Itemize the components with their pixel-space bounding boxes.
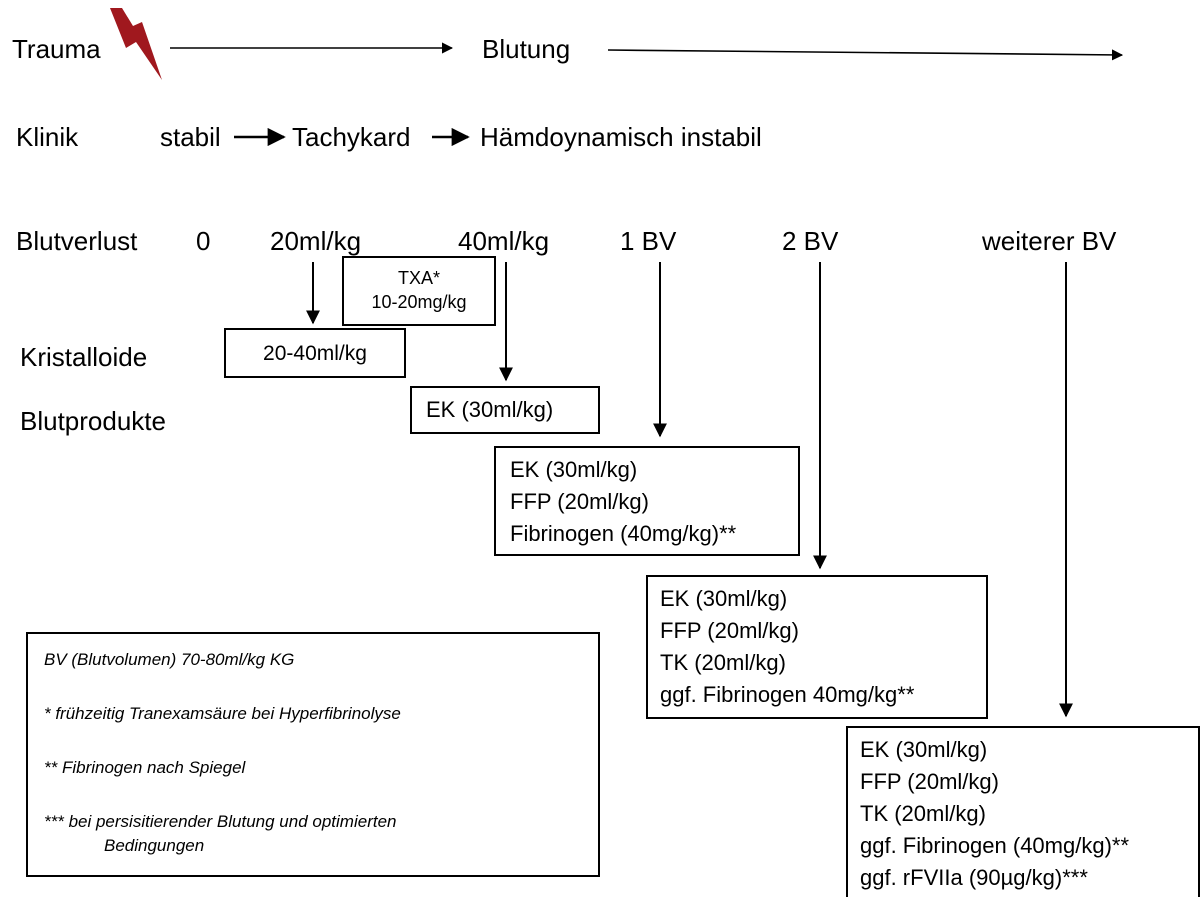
bv2-line: FFP (20ml/kg) bbox=[660, 618, 799, 643]
legend-box: BV (Blutvolumen) 70-80ml/kg KG * frühzei… bbox=[26, 632, 600, 877]
txa-box: TXA* 10-20mg/kg bbox=[342, 256, 496, 326]
bv1-line: EK (30ml/kg) bbox=[510, 457, 638, 482]
blutung-arrow bbox=[607, 49, 1124, 61]
kristalloide-label: Kristalloide bbox=[20, 342, 148, 372]
bv-more-line: EK (30ml/kg) bbox=[860, 737, 988, 762]
klinik-instabil: Hämdoynamisch instabil bbox=[480, 122, 762, 152]
blutverlust-step: 1 BV bbox=[620, 226, 677, 256]
blutverlust-step: 20ml/kg bbox=[270, 226, 362, 256]
txa-line: TXA* bbox=[397, 268, 440, 288]
ek-first-box: EK (30ml/kg) bbox=[410, 386, 600, 434]
bv2-line: EK (30ml/kg) bbox=[660, 586, 788, 611]
blutverlust-step: weiterer BV bbox=[982, 226, 1117, 256]
kristalloide-dose: 20-40ml/kg bbox=[263, 342, 367, 365]
blutverlust-step: 40ml/kg bbox=[458, 226, 550, 256]
klinik-stabil: stabil bbox=[160, 122, 221, 152]
klinik-label: Klinik bbox=[16, 122, 79, 152]
legend-note: ** Fibrinogen nach Spiegel bbox=[44, 758, 246, 777]
blutverlust-label: Blutverlust bbox=[16, 226, 138, 256]
bv-more-line: FFP (20ml/kg) bbox=[860, 769, 999, 794]
blutverlust-step: 0 bbox=[196, 226, 211, 256]
legend-note: BV (Blutvolumen) 70-80ml/kg KG bbox=[44, 650, 295, 669]
bv1-line: FFP (20ml/kg) bbox=[510, 489, 649, 514]
ek-first-line: EK (30ml/kg) bbox=[426, 397, 554, 422]
bv1-box: EK (30ml/kg) FFP (20ml/kg) Fibrinogen (4… bbox=[494, 446, 800, 556]
legend-note: *** bei persisitierender Blutung und opt… bbox=[44, 812, 397, 831]
bv2-box: EK (30ml/kg) FFP (20ml/kg) TK (20ml/kg) … bbox=[646, 575, 988, 719]
txa-dose: 10-20mg/kg bbox=[371, 292, 467, 312]
blutprodukte-label: Blutprodukte bbox=[20, 406, 166, 436]
blutverlust-step: 2 BV bbox=[782, 226, 839, 256]
bv-more-box: EK (30ml/kg) FFP (20ml/kg) TK (20ml/kg) … bbox=[846, 726, 1200, 897]
blutung-label: Blutung bbox=[482, 34, 571, 64]
bv1-line: Fibrinogen (40mg/kg)** bbox=[510, 521, 737, 546]
legend-note: * frühzeitig Tranexamsäure bei Hyperfibr… bbox=[44, 704, 401, 723]
bv-more-line: ggf. Fibrinogen (40mg/kg)** bbox=[860, 833, 1130, 858]
bv-more-line: ggf. rFVIIa (90µg/kg)*** bbox=[860, 865, 1088, 890]
kristalloide-box: 20-40ml/kg bbox=[224, 328, 406, 378]
trauma-label: Trauma bbox=[12, 34, 101, 64]
klinik-tachykard: Tachykard bbox=[292, 122, 411, 152]
bv2-line: TK (20ml/kg) bbox=[660, 650, 786, 675]
legend-note: Bedingungen bbox=[104, 836, 205, 855]
bv-more-line: TK (20ml/kg) bbox=[860, 801, 986, 826]
bv2-line: ggf. Fibrinogen 40mg/kg** bbox=[660, 682, 915, 707]
lightning-icon bbox=[110, 8, 162, 80]
